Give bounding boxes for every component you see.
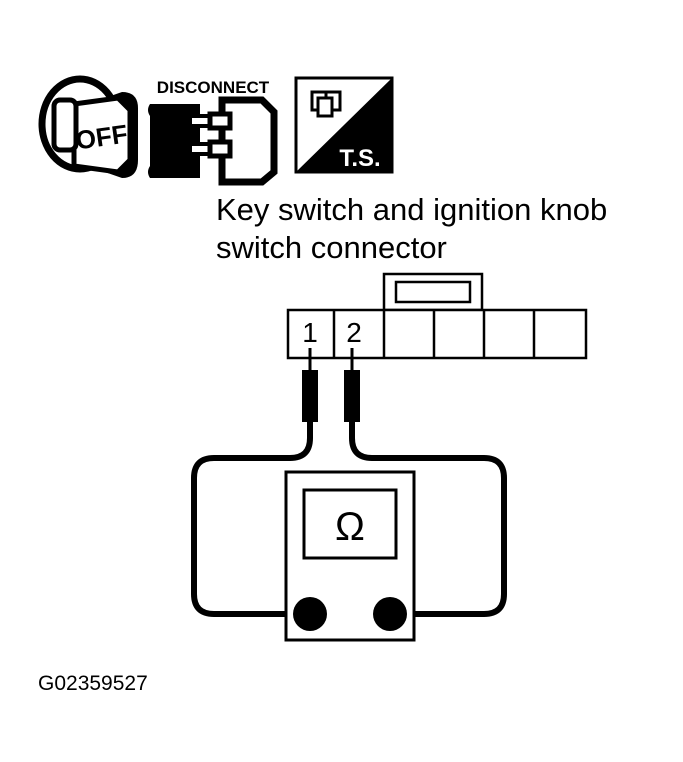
connector: 1 2 — [286, 272, 588, 360]
pin-2-label: 2 — [346, 317, 362, 348]
ohmmeter: Ω — [284, 470, 416, 642]
ts-label: T.S. — [339, 145, 380, 172]
probe-2 — [344, 348, 360, 422]
probe-1 — [302, 348, 318, 422]
ohm-symbol: Ω — [335, 505, 365, 549]
ohmmeter-display — [302, 488, 398, 560]
ignition-key-off-icon: OFF — [38, 75, 138, 178]
key-off-label: OFF — [74, 119, 130, 156]
pin-1-label: 1 — [302, 317, 318, 348]
meter-terminal-left — [293, 597, 327, 631]
connector-body — [286, 308, 588, 360]
connector-label-line2: switch connector — [216, 230, 447, 265]
test-lead-1 — [191, 422, 313, 617]
connector-label-line1: Key switch and ignition knob — [216, 192, 607, 227]
test-lead-2 — [349, 422, 507, 617]
disconnect-label: DISCONNECT — [157, 78, 270, 97]
ts-icon: T.S. — [294, 76, 394, 174]
connector-latch-slot — [394, 280, 472, 304]
disconnect-connector-icon: DISCONNECT — [148, 78, 278, 186]
figure-id: G02359527 — [38, 672, 148, 695]
meter-terminal-right — [373, 597, 407, 631]
